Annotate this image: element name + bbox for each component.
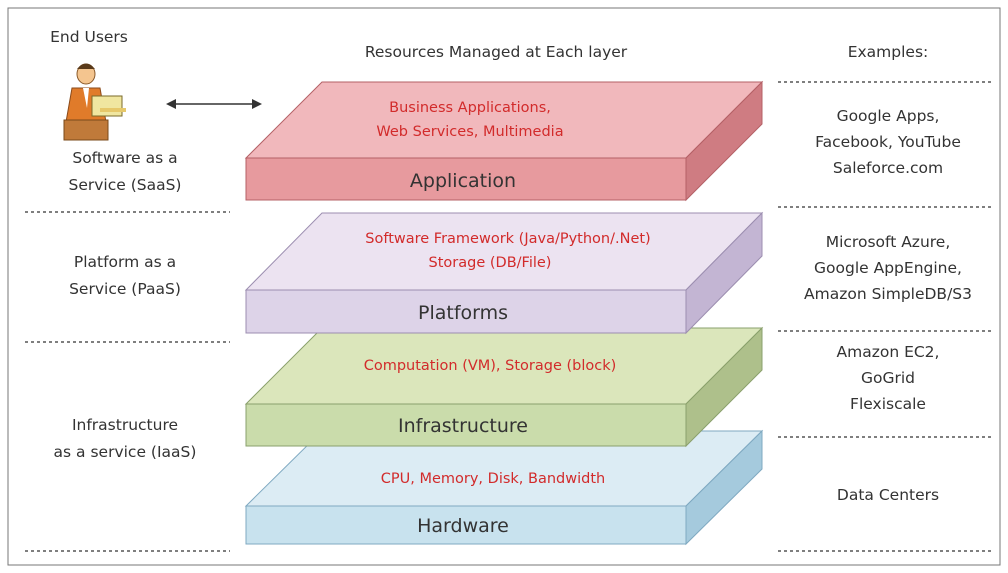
paas-label-line1: Platform as a [74, 253, 176, 271]
platforms-front-face [245, 289, 687, 334]
application-front-face [245, 157, 687, 201]
platforms-top-face [244, 212, 764, 291]
header-resources: Resources Managed at Each layer [365, 43, 628, 61]
example-platforms-line1: Microsoft Azure, [826, 233, 951, 251]
layer-infrastructure: Computation (VM), Storage (block) Infras… [244, 326, 764, 448]
example-infrastructure-line3: Flexiscale [850, 395, 926, 413]
header-examples: Examples: [848, 43, 929, 61]
saas-label-line1: Software as a [72, 149, 177, 167]
iaas-label-line2: as a service (IaaS) [54, 443, 197, 461]
hardware-layer-name: Hardware [417, 515, 509, 537]
hardware-front-face [245, 505, 687, 545]
layer-hardware: CPU, Memory, Disk, Bandwidth Hardware [244, 429, 764, 546]
application-top-face [244, 81, 764, 159]
layer-platforms: Software Framework (Java/Python/.Net) St… [244, 211, 764, 335]
example-hardware-line1: Data Centers [837, 486, 939, 504]
application-layer-name: Application [410, 170, 516, 192]
example-infrastructure-line1: Amazon EC2, [837, 343, 940, 361]
platforms-layer-name: Platforms [418, 302, 508, 324]
example-platforms-line2: Google AppEngine, [814, 259, 962, 277]
end-user-icon [63, 63, 126, 141]
infrastructure-resources-line1: Computation (VM), Storage (block) [364, 358, 617, 374]
platforms-resources-line1: Software Framework (Java/Python/.Net) [365, 231, 650, 247]
hardware-resources-line1: CPU, Memory, Disk, Bandwidth [381, 471, 605, 487]
saas-label-line2: Service (SaaS) [69, 176, 182, 194]
example-platforms-line3: Amazon SimpleDB/S3 [804, 285, 972, 303]
header-end-users: End Users [50, 28, 128, 46]
application-resources-line1: Business Applications, [389, 100, 551, 116]
example-infrastructure-line2: GoGrid [861, 369, 915, 387]
example-application-line3: Saleforce.com [833, 159, 943, 177]
example-application-line2: Facebook, YouTube [815, 133, 961, 151]
outer-frame [7, 7, 1001, 566]
iaas-label-line1: Infrastructure [72, 416, 178, 434]
infrastructure-front-face [245, 403, 687, 447]
platforms-resources-line2: Storage (DB/File) [429, 255, 552, 271]
application-resources-line2: Web Services, Multimedia [376, 124, 563, 140]
infrastructure-layer-name: Infrastructure [398, 415, 528, 437]
paas-label-line2: Service (PaaS) [69, 280, 181, 298]
example-application-line1: Google Apps, [837, 107, 940, 125]
double-arrow-icon [166, 99, 262, 109]
layer-application: Business Applications, Web Services, Mul… [244, 80, 764, 202]
